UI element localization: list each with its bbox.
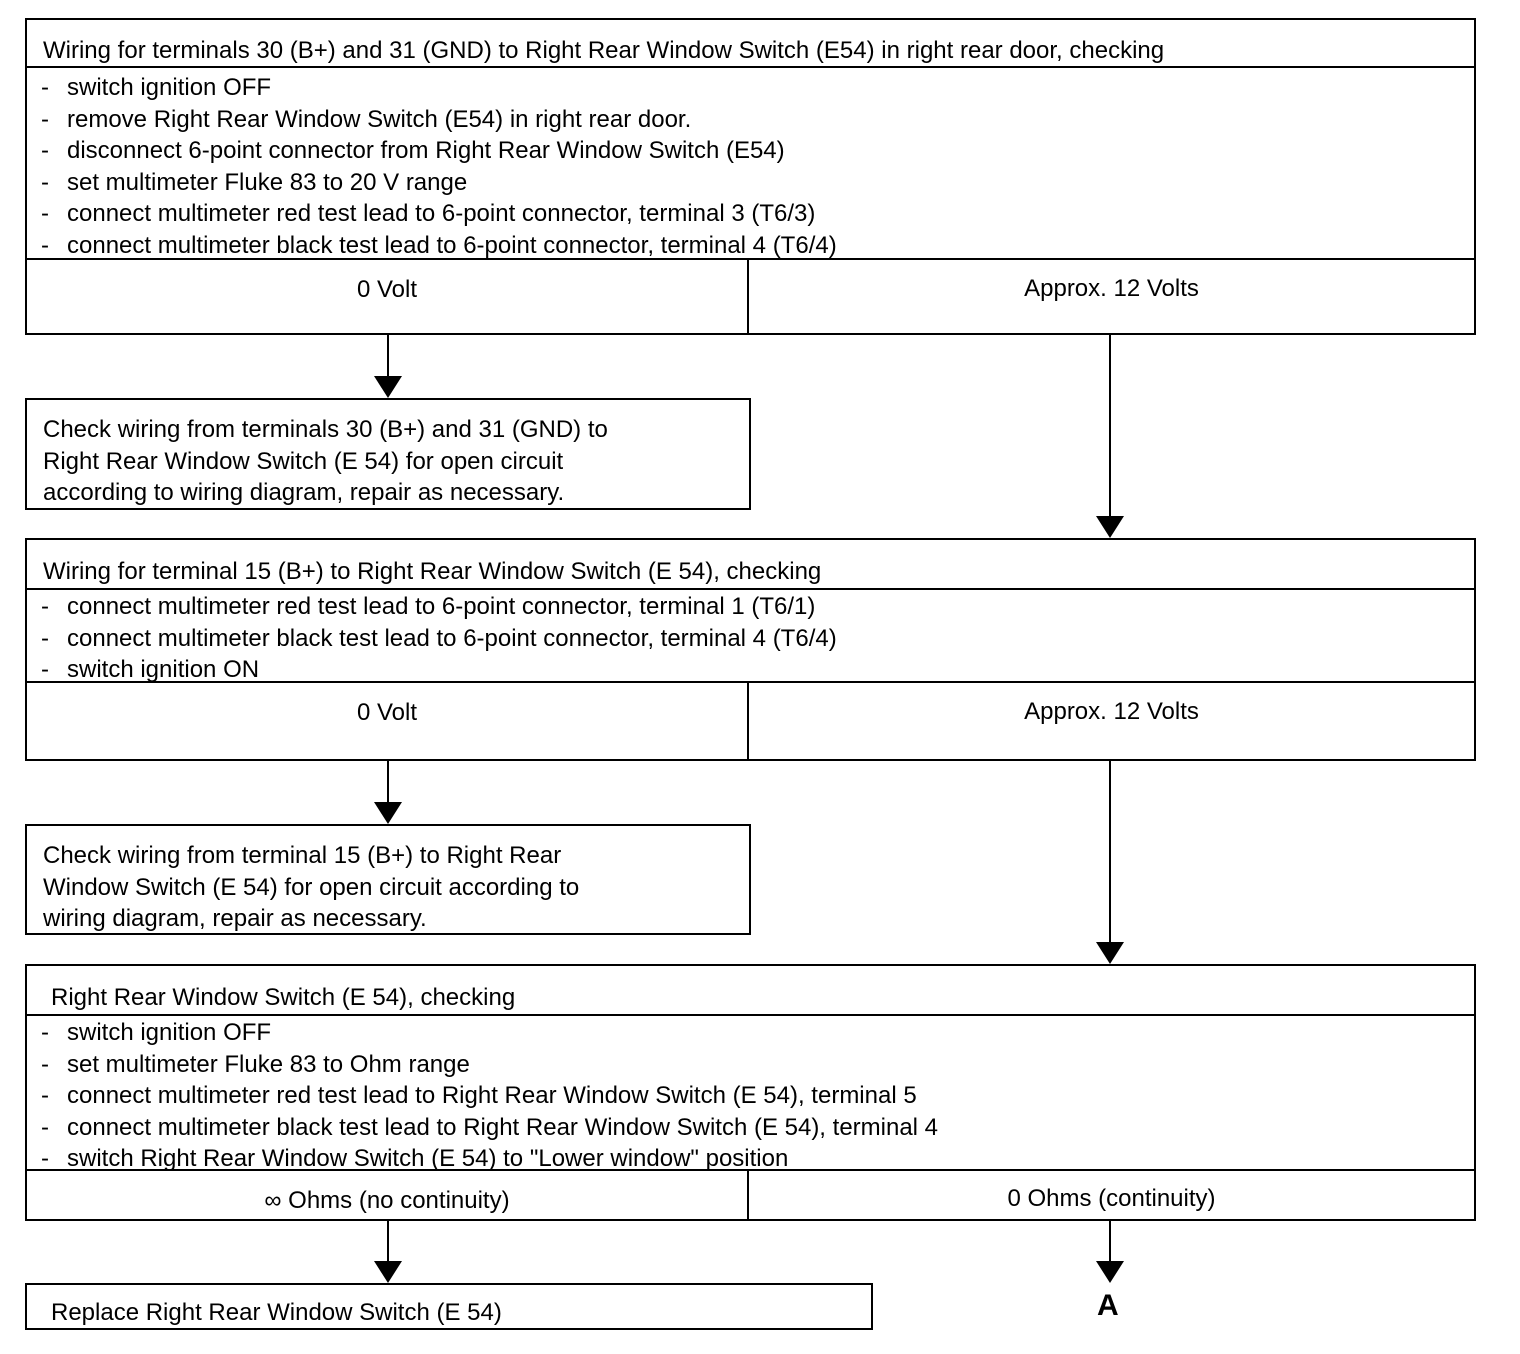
arrowhead-icon xyxy=(1096,1261,1124,1283)
test-results: 0 Volt Approx. 12 Volts xyxy=(27,258,1474,333)
test-results: ∞ Ohms (no continuity) 0 Ohms (continuit… xyxy=(27,1169,1474,1219)
action-line: Replace Right Rear Window Switch (E 54) xyxy=(51,1299,502,1326)
test-step: -connect multimeter black test lead to R… xyxy=(41,1113,939,1141)
test-step: -switch ignition OFF xyxy=(41,74,272,101)
test-step: -disconnect 6-point connector from Right… xyxy=(41,137,785,164)
arrow-box1-to-note1 xyxy=(374,335,402,398)
result-right: 0 Ohms (continuity) xyxy=(1007,1185,1216,1212)
arrow-box1-to-box2 xyxy=(1096,335,1124,538)
test-step: -connect multimeter black test lead to 6… xyxy=(41,624,837,652)
result-right: Approx. 12 Volts xyxy=(1024,698,1199,725)
action-box-replace-switch: Replace Right Rear Window Switch (E 54) xyxy=(25,1283,873,1330)
test-step: -connect multimeter red test lead to 6-p… xyxy=(41,200,816,227)
arrow-box3-to-connector-a xyxy=(1096,1221,1124,1283)
test-box-title: Wiring for terminal 15 (B+) to Right Rea… xyxy=(27,540,1474,590)
test-step: -connect multimeter red test lead to Rig… xyxy=(41,1082,917,1109)
test-step: -switch Right Rear Window Switch (E 54) … xyxy=(41,1145,789,1172)
arrow-box2-to-note2 xyxy=(374,761,402,824)
test-step: -set multimeter Fluke 83 to Ohm range xyxy=(41,1050,470,1078)
result-right: Approx. 12 Volts xyxy=(1024,275,1199,302)
action-box-check-wiring-30-31: Check wiring from terminals 30 (B+) and … xyxy=(25,398,751,510)
arrowhead-icon xyxy=(374,376,402,398)
arrowhead-icon xyxy=(374,802,402,824)
test-step: -connect multimeter red test lead to 6-p… xyxy=(41,593,816,620)
action-line: Window Switch (E 54) for open circuit ac… xyxy=(43,873,580,901)
action-line: Check wiring from terminals 30 (B+) and … xyxy=(43,416,608,443)
arrow-box3-to-note3 xyxy=(374,1221,402,1283)
action-line: according to wiring diagram, repair as n… xyxy=(43,479,565,506)
test-box-terminal-15: Wiring for terminal 15 (B+) to Right Rea… xyxy=(25,538,1476,761)
arrow-box2-to-box3 xyxy=(1096,761,1124,964)
test-step: -connect multimeter black test lead to 6… xyxy=(41,231,837,259)
result-left: ∞ Ohms (no continuity) xyxy=(27,1171,749,1219)
test-steps: -switch ignition OFF -set multimeter Flu… xyxy=(27,1017,1474,1175)
action-box-check-wiring-15: Check wiring from terminal 15 (B+) to Ri… xyxy=(25,824,751,935)
test-steps: -connect multimeter red test lead to 6-p… xyxy=(27,591,1474,686)
result-left: 0 Volt xyxy=(27,260,749,333)
action-line: Check wiring from terminal 15 (B+) to Ri… xyxy=(43,842,562,869)
arrowhead-icon xyxy=(1096,516,1124,538)
test-box-title: Right Rear Window Switch (E 54), checkin… xyxy=(27,966,1474,1016)
test-step: -switch ignition OFF xyxy=(41,1019,272,1046)
test-results: 0 Volt Approx. 12 Volts xyxy=(27,681,1474,759)
test-step: -switch ignition ON xyxy=(41,656,260,683)
test-box-window-switch: Right Rear Window Switch (E 54), checkin… xyxy=(25,964,1476,1221)
test-step: -remove Right Rear Window Switch (E54) i… xyxy=(41,105,692,133)
test-box-terminals-30-31: Wiring for terminals 30 (B+) and 31 (GND… xyxy=(25,18,1476,335)
arrowhead-icon xyxy=(374,1261,402,1283)
test-step: -set multimeter Fluke 83 to 20 V range xyxy=(41,168,468,196)
action-line: Right Rear Window Switch (E 54) for open… xyxy=(43,447,564,475)
arrowhead-icon xyxy=(1096,942,1124,964)
test-box-title: Wiring for terminals 30 (B+) and 31 (GND… xyxy=(27,20,1474,68)
result-left: 0 Volt xyxy=(27,683,749,759)
action-line: wiring diagram, repair as necessary. xyxy=(43,905,427,932)
test-steps: -switch ignition OFF -remove Right Rear … xyxy=(27,72,1474,261)
connector-label-a: A xyxy=(1097,1289,1119,1322)
